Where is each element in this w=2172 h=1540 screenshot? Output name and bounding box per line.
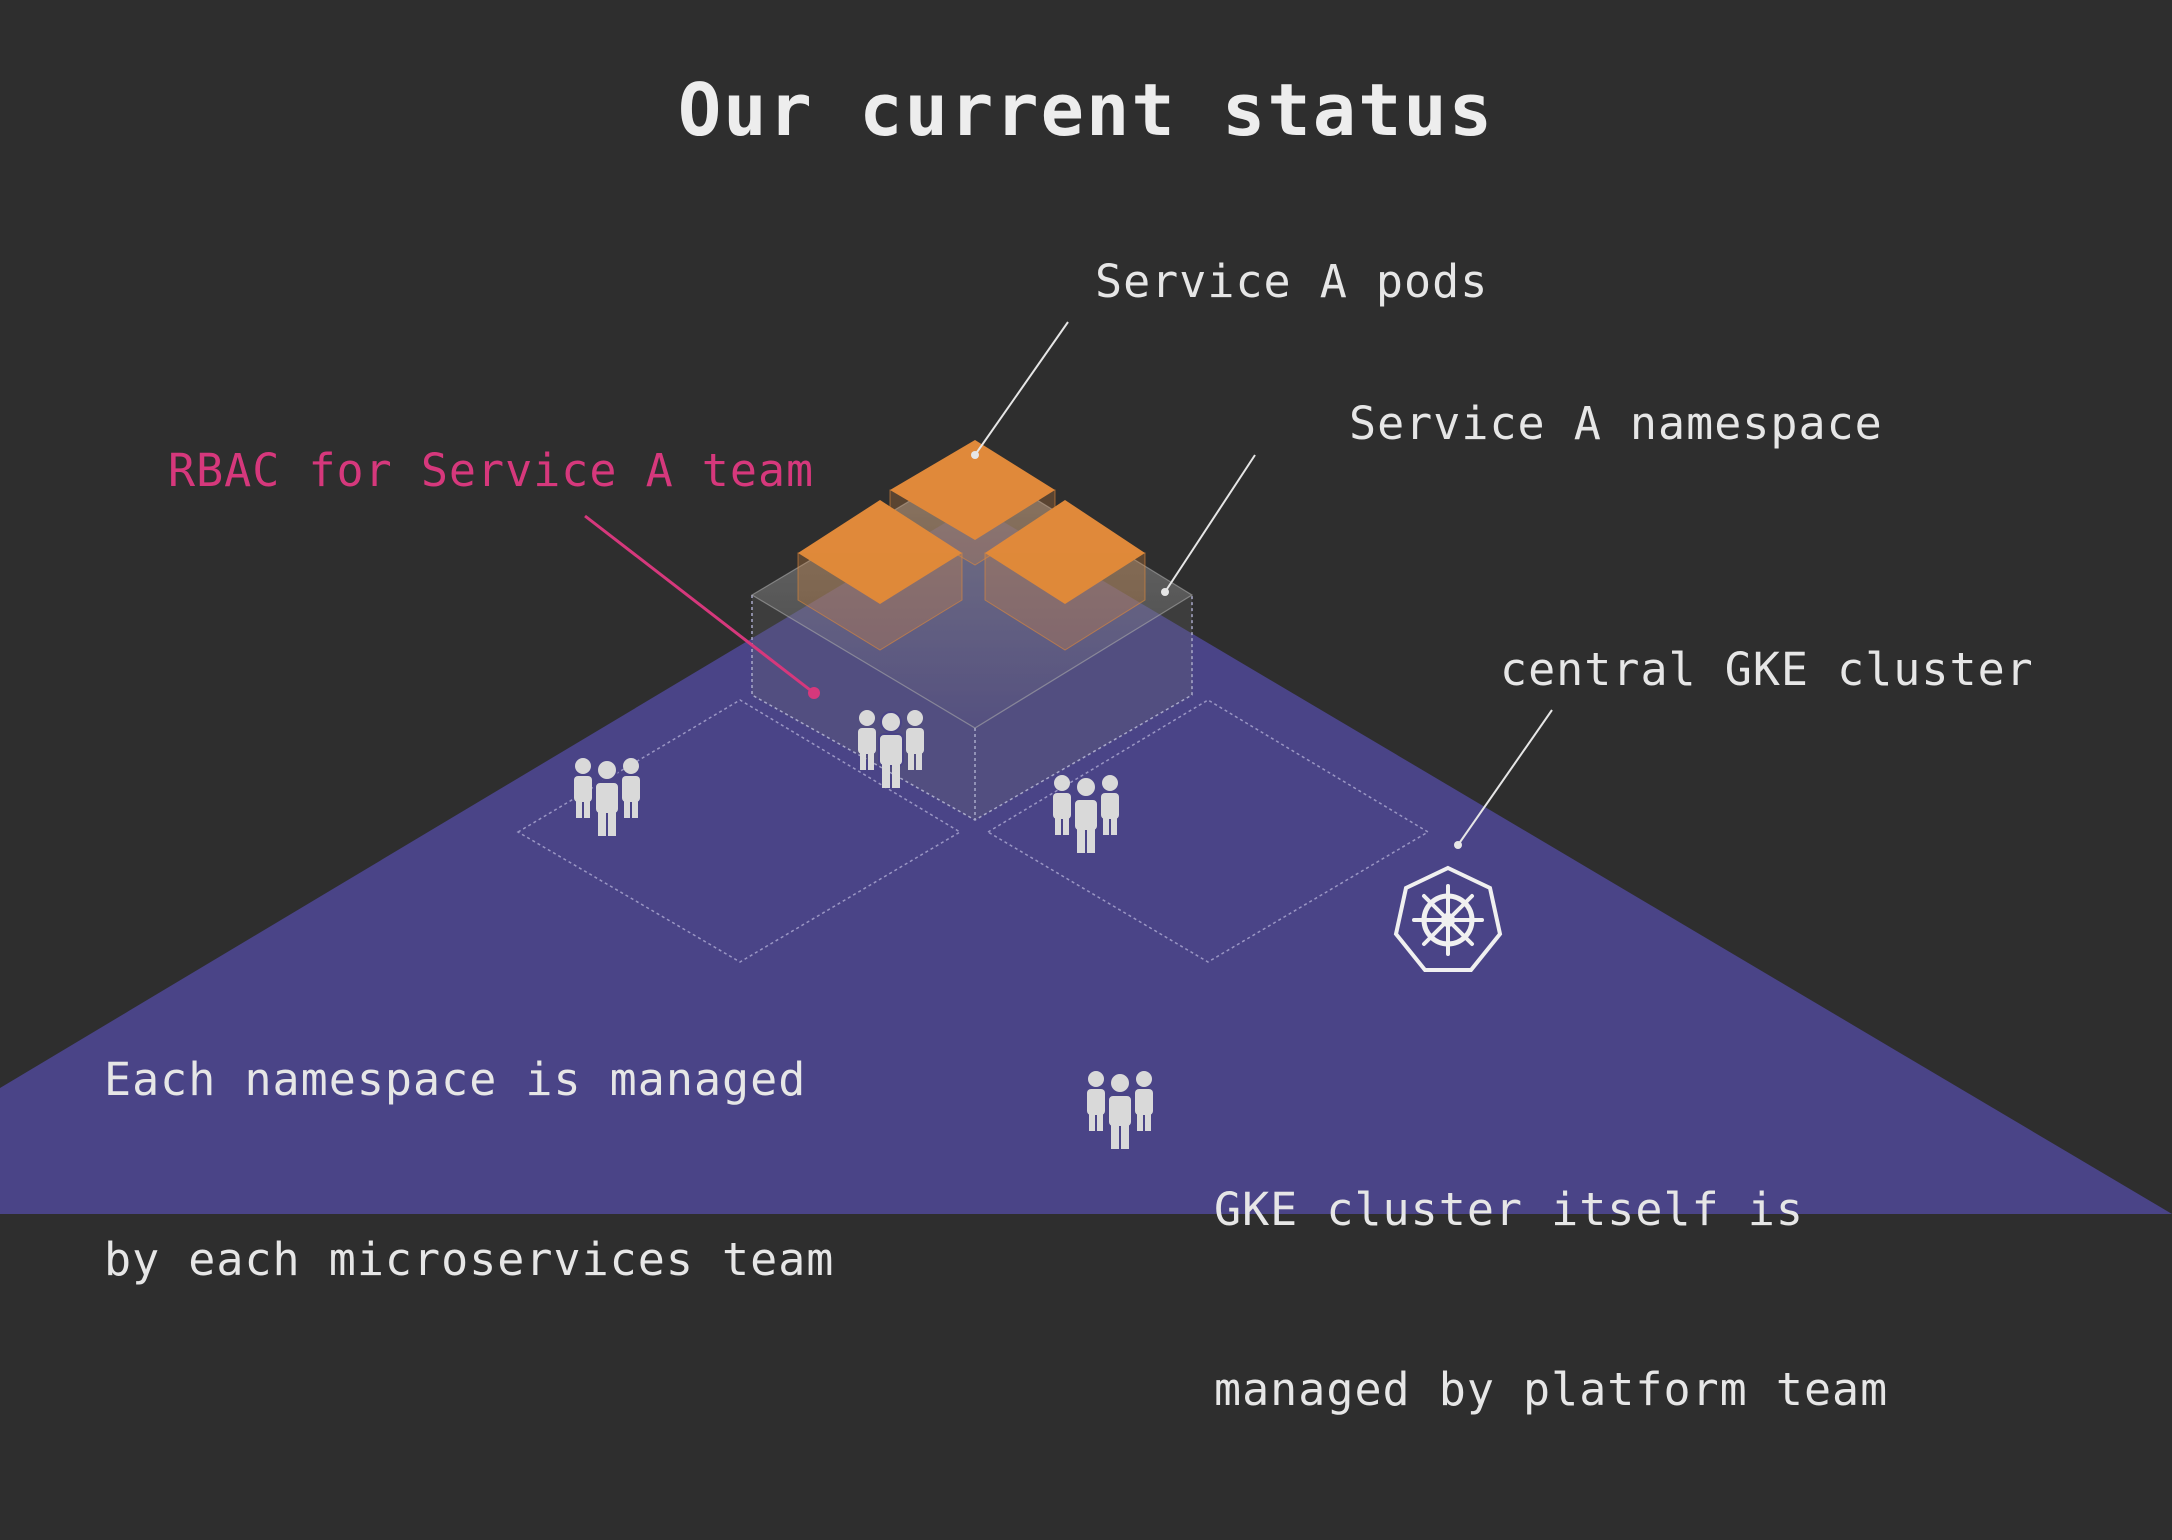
- cluster-plane: [0, 505, 2172, 1214]
- cluster-note-line-2: managed by platform team: [1214, 1363, 1889, 1416]
- cluster-note-line-1: GKE cluster itself is: [1214, 1183, 1804, 1236]
- namespace-note-line-2: by each microservices team: [104, 1233, 835, 1286]
- namespace-note-line-1: Each namespace is managed: [104, 1053, 807, 1106]
- service-a-namespace-label: Service A namespace: [1349, 397, 1883, 450]
- namespace-leader-line: [1164, 454, 1256, 593]
- namespace-management-note: Each namespace is managed by each micros…: [104, 930, 834, 1410]
- slide: Our current status Service A pods Servic…: [0, 68, 2172, 1416]
- service-a-pods: [797, 440, 1146, 651]
- cluster-management-note: GKE cluster itself is managed by platfor…: [1214, 1060, 1888, 1540]
- cluster-diagram: [0, 321, 2172, 1214]
- namespace-diamond-right: [986, 699, 1430, 963]
- central-cluster-label: central GKE cluster: [1500, 643, 2034, 696]
- cluster-leader-line: [1457, 709, 1553, 846]
- pods-leader-line: [974, 321, 1069, 456]
- service-a-pods-label: Service A pods: [1095, 255, 1489, 308]
- slide-title: Our current status: [677, 68, 1495, 152]
- rbac-label: RBAC for Service A team: [168, 444, 815, 497]
- rbac-leader-line: [584, 514, 815, 695]
- kubernetes-helm-icon: [1393, 865, 1503, 972]
